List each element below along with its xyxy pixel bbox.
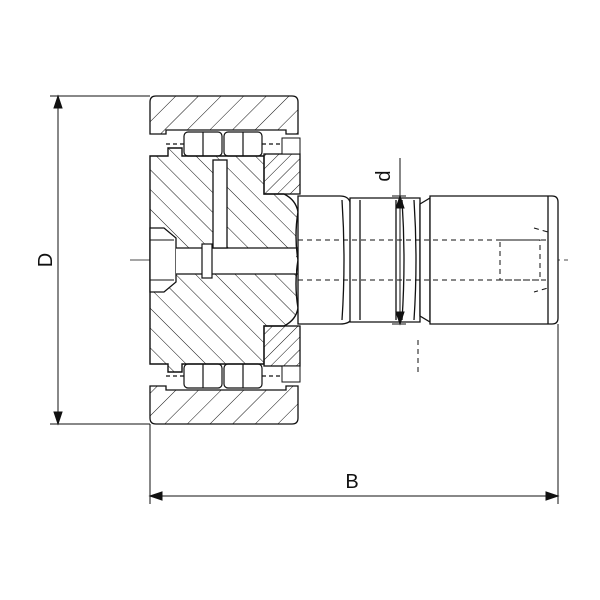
stud-shaft [297,195,559,325]
dimension-D [50,94,150,426]
dimension-B [148,324,560,504]
dimension-d [392,158,406,326]
needle-rollers-bottom [166,363,286,389]
needle-rollers-top [166,131,286,157]
outer-ring-bottom [149,385,299,425]
label-B: B [345,471,358,493]
hidden-lines [298,208,549,374]
outer-ring-top [149,95,299,135]
label-d: d [373,170,395,181]
seal-rings [263,137,301,383]
label-D: D [35,253,57,267]
